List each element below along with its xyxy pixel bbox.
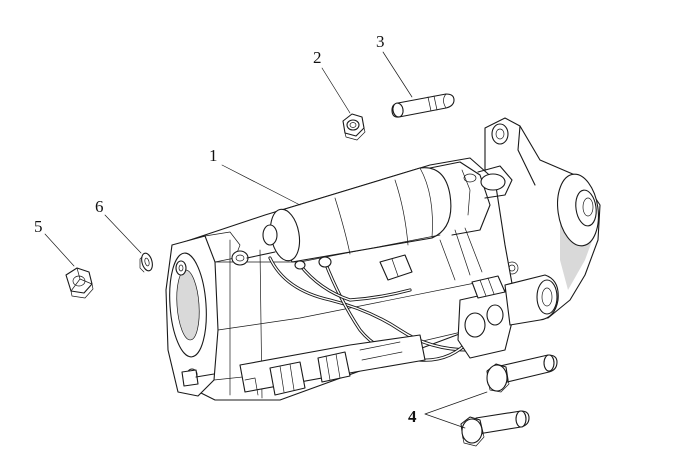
part-4-bolt-lower	[460, 410, 530, 447]
leader-2	[321, 67, 351, 114]
leader-4a	[424, 391, 488, 415]
callout-1: 1	[209, 146, 218, 165]
leader-1	[221, 164, 301, 206]
leader-lines	[44, 51, 488, 429]
callout-5: 5	[34, 217, 43, 236]
part-6-washer	[139, 252, 153, 273]
leader-3	[382, 51, 413, 98]
part-5-hex-nut	[65, 267, 94, 299]
part-1-starter-motor	[165, 117, 601, 401]
part-2-nut	[342, 113, 366, 141]
leader-5	[44, 233, 75, 267]
part-3-stud	[391, 93, 455, 118]
part-4-bolt-upper	[486, 354, 558, 393]
callout-3: 3	[376, 32, 385, 51]
callout-6: 6	[95, 197, 104, 216]
callout-2: 2	[313, 48, 322, 67]
leader-6	[104, 214, 142, 254]
callout-4: 4	[408, 407, 417, 426]
leader-4b	[424, 413, 466, 429]
